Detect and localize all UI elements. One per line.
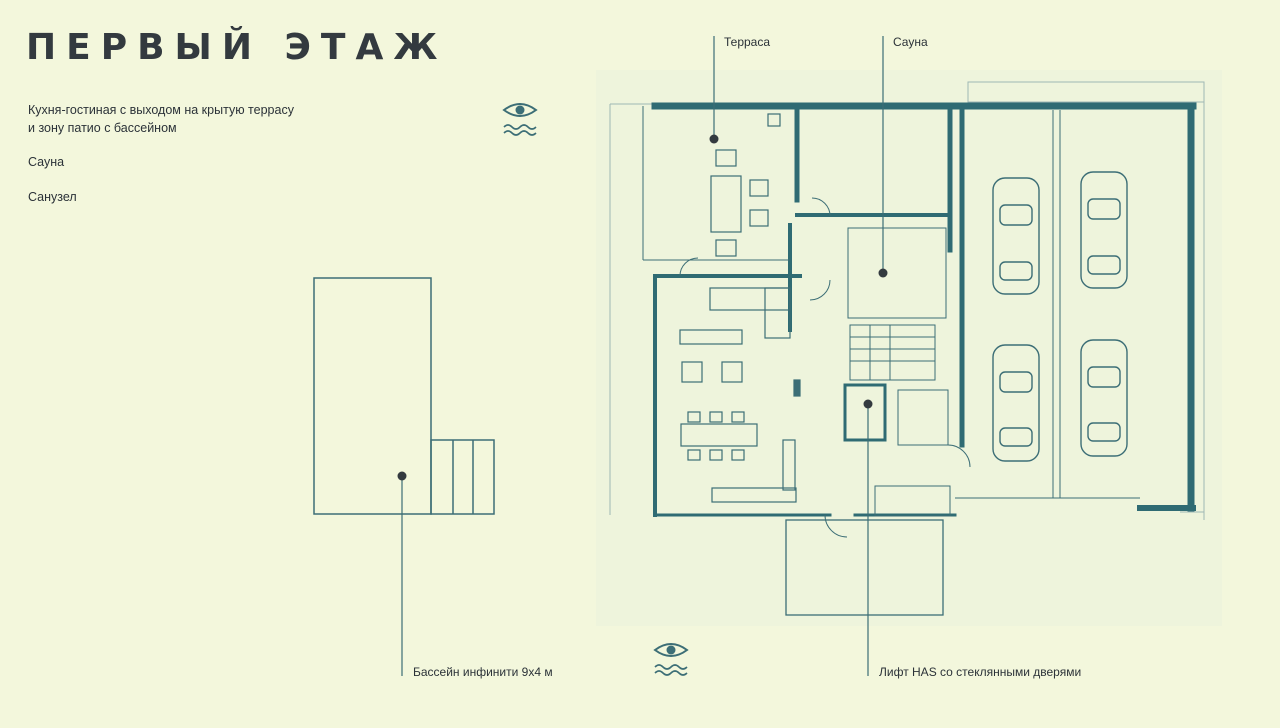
living-furniture [679,287,801,503]
feature-sauna: Сауна [28,155,65,169]
plan-paper [596,70,1222,626]
callout-markers [397,134,888,481]
callout-lines [401,36,884,676]
feature-kitchen-living: Кухня-гостиная с выходом на крытую терра… [28,101,294,137]
callout-sauna: Сауна [893,35,928,49]
callout-lift: Лифт HAS со стеклянными дверями [879,665,1082,679]
terrace-marker [709,134,719,144]
feature-bathroom: Санузел [28,190,77,204]
eye-icon [502,103,538,136]
callout-pool: Бассейн инфинити 9х4 м [413,665,553,679]
garage-cars [992,171,1128,462]
pool [313,277,495,515]
patio [785,519,944,616]
view-water-icons-top [502,100,538,140]
sauna-marker [878,268,888,278]
feature-kitchen-line-1: Кухня-гостиная с выходом на крытую терра… [28,103,294,117]
view-water-icons-bottom [653,640,689,680]
pool-marker [397,471,407,481]
feature-kitchen-line-2: и зону патио с бассейном [28,121,177,135]
lift-marker [863,399,873,409]
callout-terrace: Терраса [724,35,771,49]
page-title: ПЕРВЫЙ ЭТАЖ [26,27,448,68]
water-waves-icon [503,124,537,136]
water-waves-icon [654,664,688,676]
eye-icon [653,643,689,676]
terrace-furniture [710,113,781,257]
